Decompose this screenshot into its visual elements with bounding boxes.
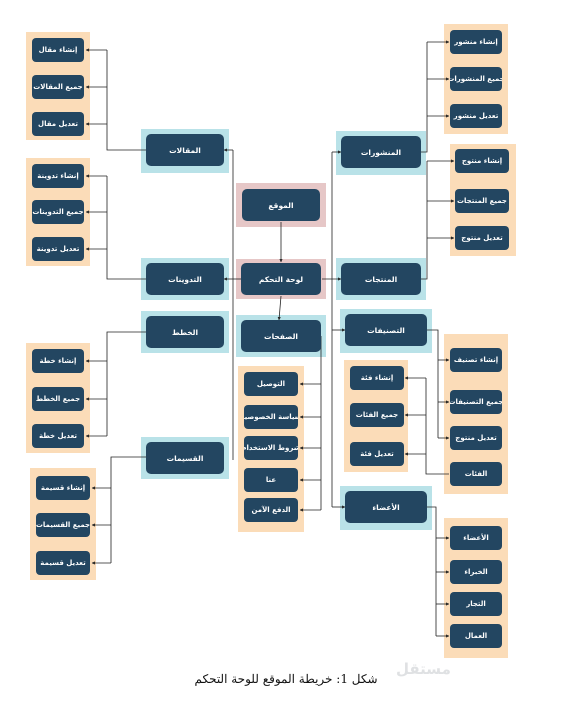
category-sub-item: إنشاء فئة — [350, 366, 404, 390]
sections-node: القسيمات — [146, 442, 224, 474]
members-item: العمال — [450, 624, 502, 648]
blogs-item: تعديل تدوينة — [32, 237, 84, 261]
plans-item: جميع الخطط — [32, 387, 84, 411]
categories-item: الفئات — [450, 462, 502, 486]
plans-node: الخطط — [146, 316, 224, 348]
pages-item: التوصيل — [244, 372, 298, 396]
pages-item: الدفع الآمن — [244, 498, 298, 522]
sections-item: تعديل قسيمة — [36, 551, 90, 575]
pages-item: عنا — [244, 468, 298, 492]
categories-item: تعديل منتوج — [450, 426, 502, 450]
watermark: مستقل — [396, 660, 451, 678]
sections-bus — [110, 456, 146, 563]
category-sub-bus — [425, 378, 449, 475]
blogs-item: إنشاء تدوينة — [32, 164, 84, 188]
blogs-bus — [106, 176, 146, 280]
sections-item: جميع القسيمات — [36, 513, 90, 537]
posts-item: جميع المنشورات — [450, 67, 502, 91]
categories-item: إنشاء تصنيف — [450, 348, 502, 372]
blogs-node: التدوينات — [146, 263, 224, 295]
posts-bus — [421, 42, 428, 153]
members-item: الأعضاء — [450, 526, 502, 550]
posts-item: تعديل منشور — [450, 104, 502, 128]
root-node: الموقع — [242, 189, 320, 221]
products-item: جميع المنتجات — [455, 189, 509, 213]
articles-bus — [106, 50, 146, 151]
members-bus — [427, 506, 437, 636]
figure-caption: شكل 1: خريطة الموقع للوحة التحكم — [194, 672, 378, 686]
articles-item: إنشاء مقال — [32, 38, 84, 62]
products-item: تعديل منتوج — [455, 226, 509, 250]
products-item: إنشاء منتوج — [455, 149, 509, 173]
products-bus — [421, 161, 428, 280]
pages-node: الصفحات — [241, 320, 321, 352]
plans-item: إنشاء خطة — [32, 349, 84, 373]
blogs-item: جميع التدوينات — [32, 200, 84, 224]
category-sub-item: تعديل فئة — [350, 442, 404, 466]
category-sub-item: جميع الفئات — [350, 403, 404, 427]
categories-item: جميع التصنيفات — [450, 390, 502, 414]
articles-item: جميع المقالات — [32, 75, 84, 99]
sections-item: إنشاء قسيمة — [36, 476, 90, 500]
plans-bus — [106, 331, 146, 436]
members-item: التجار — [450, 592, 502, 616]
plans-item: تعديل خطة — [32, 424, 84, 448]
categories-bus — [427, 329, 439, 438]
posts-node: المنشورات — [341, 136, 421, 168]
articles-node: المقالات — [146, 134, 224, 166]
members-item: الخبراء — [450, 560, 502, 584]
dashboard-node: لوحة التحكم — [241, 263, 321, 295]
link-dashboard-pages — [277, 295, 282, 321]
categories-node: التصنيفات — [345, 314, 427, 346]
articles-item: تعديل مقال — [32, 112, 84, 136]
products-node: المنتجات — [341, 263, 421, 295]
members-node: الأعضاء — [345, 491, 427, 523]
pages-item: سياسة الخصوصية — [244, 405, 298, 429]
pages-item: شروط الاستخدام — [244, 436, 298, 460]
posts-item: إنشاء منشور — [450, 30, 502, 54]
